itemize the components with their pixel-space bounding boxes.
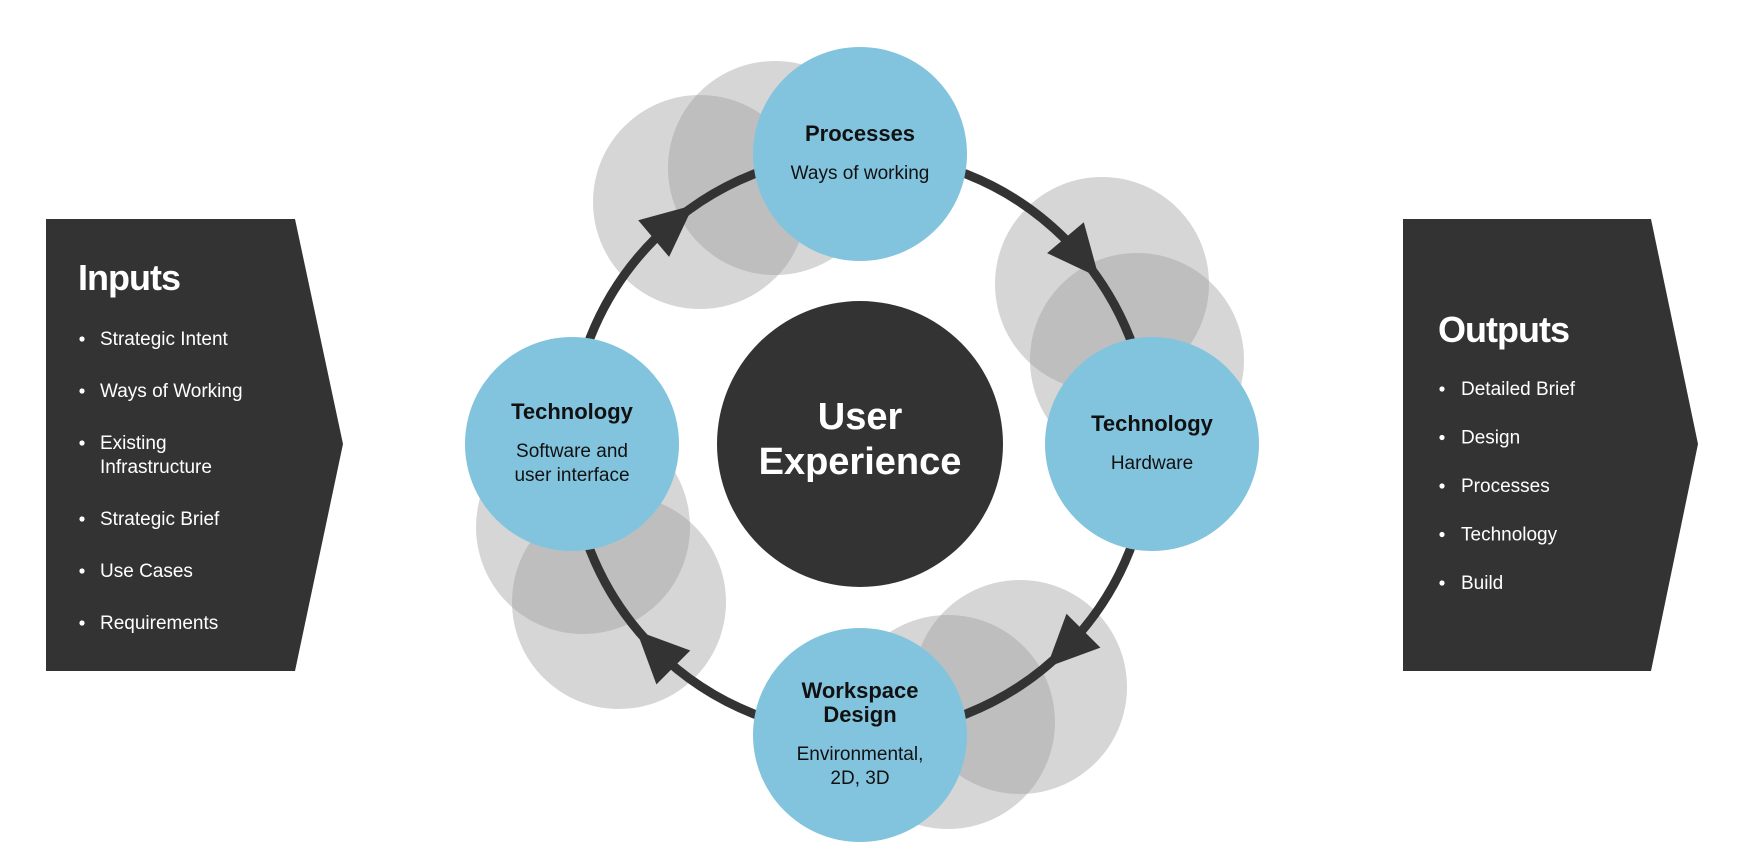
outputs-list-item: Processes	[1439, 476, 1550, 497]
inputs-list-item: Strategic Brief	[79, 509, 220, 530]
center-circle	[717, 301, 1003, 587]
bullet-dot-icon	[1439, 580, 1445, 586]
outputs-list-item-label: Processes	[1461, 476, 1550, 497]
node-title: Workspace	[802, 678, 919, 703]
inputs-list-item-label: Existing	[100, 433, 167, 454]
center-label-line-2: Experience	[759, 441, 962, 483]
bullet-dot-icon	[1439, 483, 1445, 489]
inputs-list-item: Requirements	[79, 613, 218, 634]
cycle-arrow-icon	[638, 205, 694, 257]
node-subtitle: user interface	[514, 465, 629, 486]
inputs-panel-title: Inputs	[78, 257, 180, 298]
outputs-list-item: Design	[1439, 428, 1520, 449]
bullet-dot-icon	[1439, 386, 1445, 392]
inputs-list-item: Use Cases	[79, 561, 193, 582]
outputs-list: Detailed BriefDesignProcessesTechnologyB…	[1439, 379, 1576, 594]
outputs-panel: Outputs Detailed BriefDesignProcessesTec…	[1403, 219, 1698, 671]
node-circle	[465, 337, 679, 551]
inputs-list-item-label: Requirements	[100, 613, 218, 634]
inputs-list-item-label: Use Cases	[100, 561, 193, 582]
node-circle	[1045, 337, 1259, 551]
bullet-dot-icon	[79, 440, 85, 446]
inputs-list-item-label: Ways of Working	[100, 381, 243, 402]
node-subtitle: 2D, 3D	[830, 768, 889, 789]
cycle-arrow-icon	[1046, 613, 1101, 668]
bullet-dot-icon	[79, 568, 85, 574]
center-hub: User Experience	[717, 301, 1003, 587]
outputs-list-item: Build	[1439, 573, 1503, 594]
outputs-panel-shape	[1403, 219, 1698, 671]
outputs-panel-title: Outputs	[1438, 309, 1569, 350]
outputs-list-item-label: Design	[1461, 428, 1520, 449]
node-subtitle: Hardware	[1111, 453, 1193, 474]
cycle-arrows	[636, 205, 1101, 685]
node-title: Processes	[805, 121, 915, 146]
bullet-dot-icon	[79, 388, 85, 394]
bullet-dot-icon	[79, 620, 85, 626]
bullet-dot-icon	[79, 336, 85, 342]
node-subtitle: Ways of working	[791, 163, 930, 184]
inputs-list-item: Ways of Working	[79, 381, 243, 402]
inputs-list-item-label: Strategic Intent	[100, 329, 229, 350]
outputs-list-item-label: Build	[1461, 573, 1503, 594]
node-title: Technology	[1091, 411, 1214, 436]
node-title: Design	[823, 702, 896, 727]
node-title: Technology	[511, 399, 634, 424]
node-circle	[753, 47, 967, 261]
bullet-dot-icon	[1439, 434, 1445, 441]
inputs-panel-shape	[46, 219, 343, 671]
outputs-list-item-label: Technology	[1461, 525, 1558, 546]
node-subtitle: Environmental,	[797, 744, 924, 765]
center-label-line-1: User	[818, 396, 903, 438]
bullet-dot-icon	[1439, 531, 1445, 538]
inputs-list-item-label: Infrastructure	[100, 457, 212, 478]
node-subtitle: Software and	[516, 441, 628, 462]
node-circle	[753, 628, 967, 842]
cycle-arrow-icon	[636, 630, 691, 685]
outputs-list-item-label: Detailed Brief	[1461, 379, 1576, 400]
inputs-list-item: Strategic Intent	[79, 329, 229, 350]
outputs-list-item: Technology	[1439, 525, 1558, 546]
bullet-dot-icon	[79, 516, 85, 522]
inputs-list-item-label: Strategic Brief	[100, 509, 220, 530]
cycle-arrow-icon	[1047, 222, 1099, 278]
outputs-list-item: Detailed Brief	[1439, 379, 1576, 400]
